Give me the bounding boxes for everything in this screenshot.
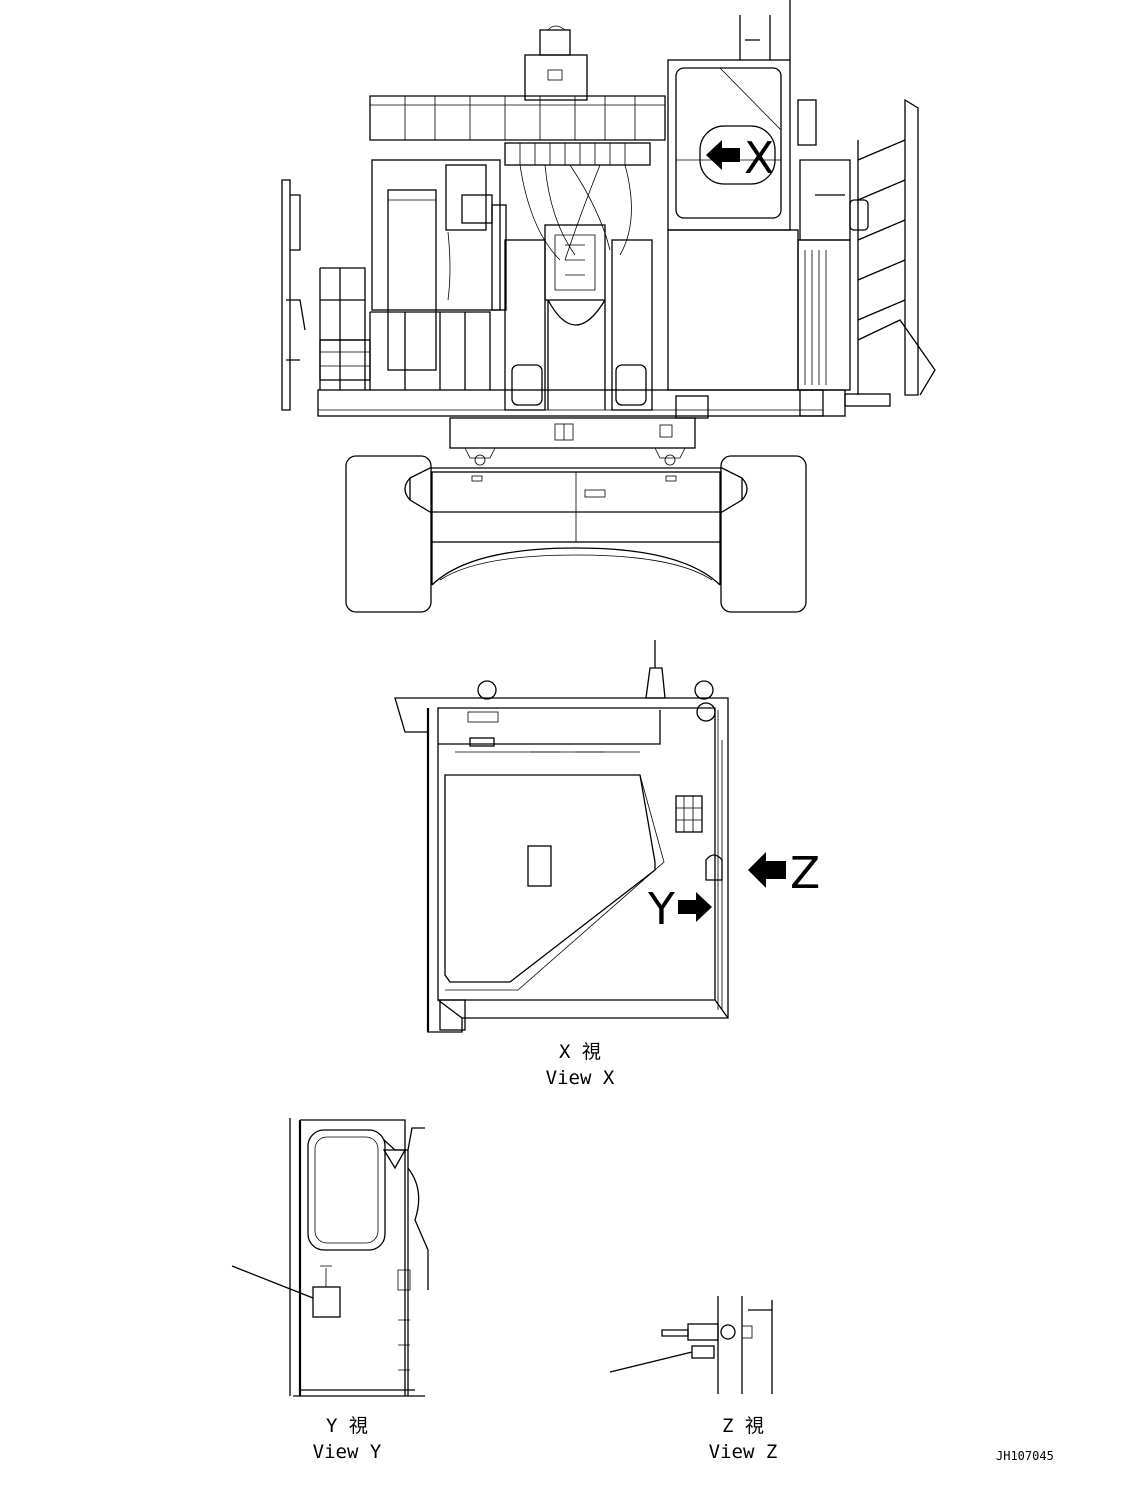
revolving-frame — [317, 389, 824, 417]
door-label-box — [312, 1286, 341, 1318]
cab-window — [675, 67, 782, 219]
right-track — [720, 455, 807, 613]
view-z-detail-drawing — [609, 1296, 773, 1394]
view-y-door-drawing — [231, 1118, 429, 1397]
latch-label-box — [691, 1345, 715, 1359]
view-x-marker-label: X — [744, 133, 774, 184]
view-y-marker-label: Y — [647, 884, 675, 935]
label-grid — [675, 795, 703, 833]
view-x-caption-en: View X — [546, 1067, 615, 1089]
right-handrail — [799, 159, 851, 241]
view-x-marker-badge — [699, 125, 776, 185]
control-valve-bank — [504, 142, 651, 166]
view-y-arrow-icon — [678, 892, 712, 922]
left-track — [345, 455, 432, 613]
view-x-caption-jp: X 視 — [559, 1041, 601, 1063]
door-window — [307, 1129, 386, 1251]
top-handrail — [369, 95, 666, 141]
left-ladder — [281, 179, 301, 411]
view-z-caption-jp: Z 視 — [722, 1415, 764, 1437]
view-z-marker-label: Z — [790, 848, 820, 899]
left-handrail — [319, 267, 366, 390]
view-z-caption-en: View Z — [709, 1441, 778, 1463]
right-ladder — [904, 98, 919, 396]
view-y-caption-en: View Y — [313, 1441, 382, 1463]
drawing-number: JH107045 — [996, 1449, 1054, 1463]
door-label-leader — [231, 1265, 314, 1299]
view-x-cab-drawing: Y Z — [394, 640, 820, 1033]
view-y-caption-jp: Y 視 — [326, 1415, 368, 1437]
view-z-arrow-icon — [748, 852, 786, 888]
latch-label-leader — [609, 1351, 693, 1373]
machine-rear-view: X — [281, 0, 936, 613]
cab-outline — [394, 697, 729, 1033]
view-x-arrow-icon — [706, 140, 740, 170]
